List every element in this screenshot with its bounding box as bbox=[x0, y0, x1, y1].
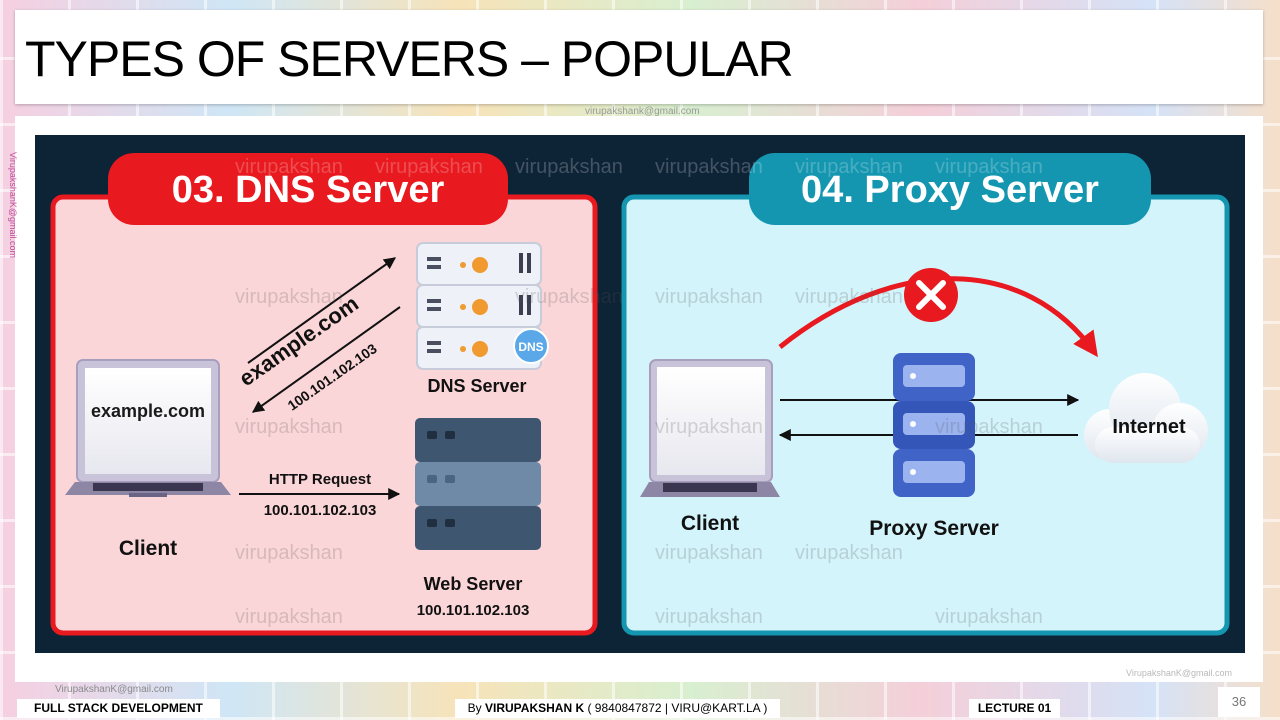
dns-client-label: Client bbox=[119, 537, 177, 560]
watermark-word: virupakshan bbox=[515, 156, 623, 178]
title-bar: TYPES OF SERVERS – POPULAR bbox=[15, 10, 1263, 104]
watermark-email-corner: VirupakshanK@gmail.com bbox=[1126, 668, 1233, 678]
http-request-label: HTTP Request bbox=[269, 471, 371, 488]
web-server-icon bbox=[415, 418, 541, 550]
proxy-panel: 04. Proxy Server Client Proxy Server bbox=[621, 153, 1230, 636]
footer-author: VIRUPAKSHAN K bbox=[485, 701, 585, 715]
footer-contact: ( 9840847872 | VIRU@KART.LA ) bbox=[584, 701, 768, 715]
diagram: 03. DNS Server example.com Client exampl… bbox=[35, 135, 1245, 653]
watermark-word: virupakshan bbox=[935, 416, 1043, 438]
watermark-word: virupakshan bbox=[935, 606, 1043, 628]
watermark-word: virupakshan bbox=[375, 156, 483, 178]
watermark-word: virupakshan bbox=[235, 416, 343, 438]
watermark-email-side: VirupakshanK@gmail.com bbox=[8, 151, 19, 259]
watermark-word: virupakshan bbox=[655, 286, 763, 308]
watermark-word: virupakshan bbox=[235, 286, 343, 308]
watermark-email-footer: VirupakshanK@gmail.com bbox=[55, 684, 173, 695]
footer-lecture: LECTURE 01 bbox=[969, 699, 1060, 718]
slide-title: TYPES OF SERVERS – POPULAR bbox=[25, 31, 794, 87]
dns-query-arrow bbox=[247, 257, 396, 364]
watermark-word: virupakshan bbox=[655, 542, 763, 564]
watermark-word: virupakshan bbox=[655, 606, 763, 628]
watermark-grid: virupakshan virupakshan virupakshan viru… bbox=[235, 156, 1043, 628]
proxy-server-icon bbox=[893, 353, 975, 497]
dns-response-arrow bbox=[252, 306, 401, 413]
dns-heading-pill bbox=[108, 153, 508, 225]
watermark-word: virupakshan bbox=[795, 156, 903, 178]
proxy-client-laptop bbox=[640, 359, 780, 497]
proxy-client-label: Client bbox=[681, 512, 739, 535]
internet-cloud-icon bbox=[1084, 373, 1208, 463]
watermark-word: virupakshan bbox=[795, 542, 903, 564]
footer-course: FULL STACK DEVELOPMENT bbox=[17, 699, 220, 718]
watermark-email-top: virupakshank@gmail.com bbox=[585, 106, 700, 117]
proxy-heading: 04. Proxy Server bbox=[801, 169, 1099, 211]
dns-heading: 03. DNS Server bbox=[172, 169, 445, 211]
watermark-word: virupakshan bbox=[655, 156, 763, 178]
web-server-ip: 100.101.102.103 bbox=[417, 602, 530, 619]
dns-panel: 03. DNS Server example.com Client exampl… bbox=[50, 153, 598, 636]
watermark-word: virupakshan bbox=[935, 156, 1043, 178]
watermark-word: virupakshan bbox=[235, 606, 343, 628]
dns-client-laptop bbox=[65, 359, 231, 497]
dns-server-label: DNS Server bbox=[427, 376, 526, 396]
dns-server-icon bbox=[416, 242, 542, 370]
watermark-word: virupakshan bbox=[795, 286, 903, 308]
x-mark-icon bbox=[916, 280, 946, 310]
internet-label: Internet bbox=[1112, 416, 1186, 438]
blocked-direct-arrow bbox=[778, 276, 1098, 358]
web-server-label: Web Server bbox=[424, 574, 523, 594]
page-number: 36 bbox=[1218, 687, 1260, 717]
watermark-word: virupakshan bbox=[515, 286, 623, 308]
http-request-ip: 100.101.102.103 bbox=[264, 502, 377, 519]
proxy-server-label: Proxy Server bbox=[869, 517, 999, 540]
footer-by: By bbox=[467, 701, 486, 715]
dns-globe-icon bbox=[513, 328, 549, 364]
dns-badge: DNS bbox=[518, 340, 543, 354]
footer-credit: By VIRUPAKSHAN K ( 9840847872 | VIRU@KAR… bbox=[455, 699, 780, 718]
dns-client-screen-text: example.com bbox=[91, 401, 205, 421]
watermark-word: virupakshan bbox=[235, 542, 343, 564]
proxy-heading-pill bbox=[749, 153, 1151, 225]
watermark-word: virupakshan bbox=[235, 156, 343, 178]
watermark-word: virupakshan bbox=[655, 416, 763, 438]
